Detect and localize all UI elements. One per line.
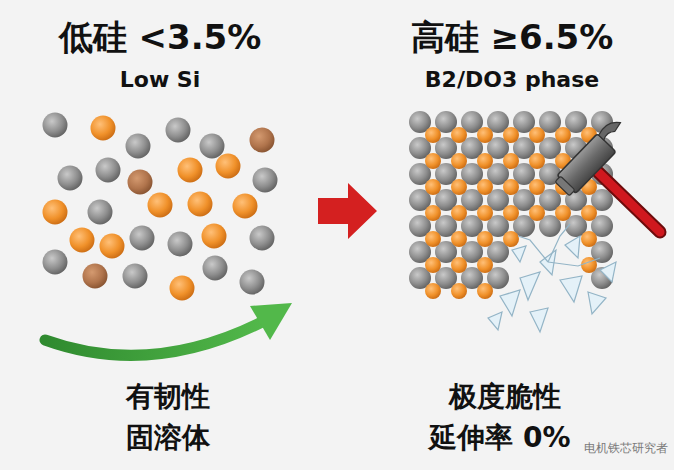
atom [200, 134, 225, 159]
hammer [553, 116, 660, 232]
panel-subtitle: Low Si [120, 67, 201, 92]
panel-title: 高硅 ≥6.5% [411, 18, 614, 57]
atom [529, 153, 545, 169]
atom [425, 231, 441, 247]
atom [188, 192, 213, 217]
atom [166, 118, 191, 143]
atom [100, 234, 125, 259]
atom [581, 231, 597, 247]
property-label: 延伸率 0% [429, 422, 570, 454]
atom [128, 170, 153, 195]
atom [503, 179, 519, 195]
panel-title: 低硅 <3.5% [59, 18, 262, 57]
atom [477, 231, 493, 247]
atom [451, 205, 467, 221]
atom [477, 153, 493, 169]
random-atoms [43, 113, 278, 301]
atom [425, 205, 441, 221]
atom [425, 283, 441, 299]
atom [240, 270, 265, 295]
property-label: 极度脆性 [449, 381, 561, 413]
atom [503, 231, 519, 247]
atom [178, 158, 203, 183]
atom [503, 205, 519, 221]
atom [43, 113, 68, 138]
atom [451, 283, 467, 299]
atom [130, 226, 155, 251]
green-arrowhead [250, 303, 292, 340]
atom [555, 127, 571, 143]
watermark: 电机铁芯研究者 [584, 442, 668, 456]
atom [43, 250, 68, 275]
atom [451, 231, 467, 247]
panel-subtitle: B2/DO3 phase [425, 67, 599, 92]
atom [148, 193, 173, 218]
atom [70, 228, 95, 253]
atom [477, 257, 493, 273]
atom [425, 179, 441, 195]
ordered-lattice [409, 111, 613, 299]
atom [477, 205, 493, 221]
atom [503, 127, 519, 143]
atom [170, 276, 195, 301]
atom [58, 166, 83, 191]
property-label: 有韧性 [126, 381, 210, 413]
atom [253, 168, 278, 193]
atom [168, 232, 193, 257]
atom [203, 256, 228, 281]
atom [425, 257, 441, 273]
red-arrow [318, 183, 377, 239]
atom [451, 179, 467, 195]
atom [126, 134, 151, 159]
atom [43, 200, 68, 225]
atom [91, 116, 116, 141]
atom [250, 226, 275, 251]
atom [451, 153, 467, 169]
atom [83, 264, 108, 289]
atom [233, 194, 258, 219]
atom [123, 264, 148, 289]
atom [529, 127, 545, 143]
atom [581, 205, 597, 221]
atom [477, 179, 493, 195]
atom [451, 257, 467, 273]
atom [451, 127, 467, 143]
atom [96, 158, 121, 183]
atom [88, 200, 113, 225]
glass-shards [488, 224, 616, 332]
atom [202, 224, 227, 249]
atom [250, 128, 275, 153]
atom [477, 127, 493, 143]
atom [477, 283, 493, 299]
atom [529, 205, 545, 221]
atom [216, 154, 241, 179]
property-label: 固溶体 [126, 422, 210, 454]
atom [529, 179, 545, 195]
green-arrow [45, 322, 262, 355]
atom [425, 153, 441, 169]
atom [425, 127, 441, 143]
atom [555, 205, 571, 221]
atom [503, 153, 519, 169]
